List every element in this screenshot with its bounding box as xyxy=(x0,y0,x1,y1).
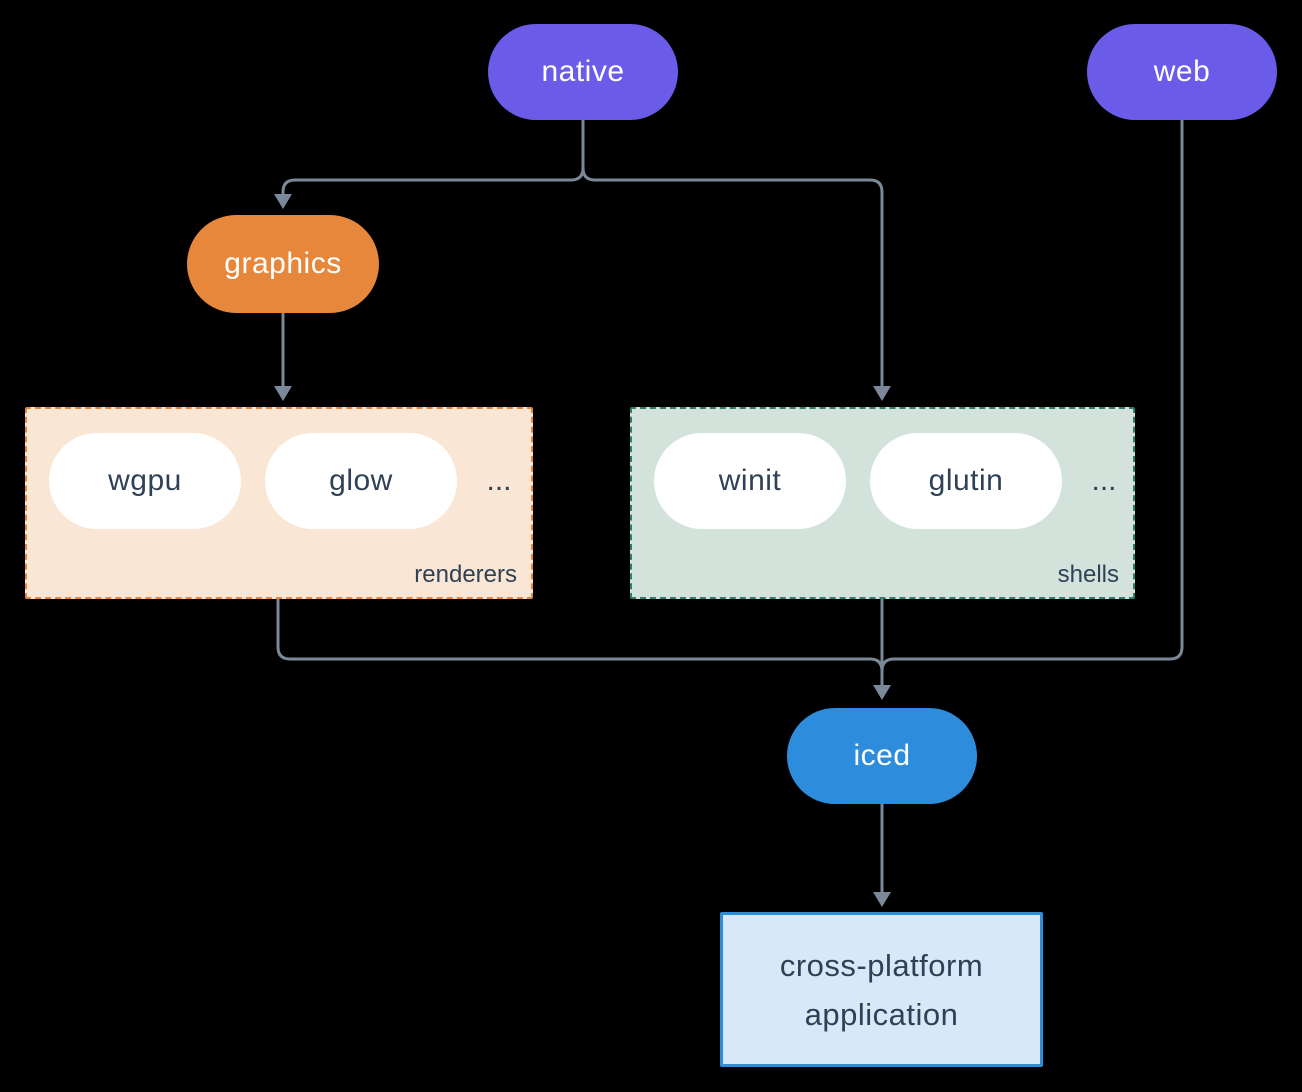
node-cross-platform-application: cross-platform application xyxy=(720,912,1043,1067)
node-glutin-label: glutin xyxy=(928,464,1004,497)
node-glow-label: glow xyxy=(329,464,393,497)
connector-web-iced xyxy=(880,120,1184,686)
group-shells: winit glutin ... shells xyxy=(630,407,1135,599)
application-label-line-1: cross-platform xyxy=(779,947,984,983)
renderers-ellipsis: ... xyxy=(486,464,512,497)
node-web-label: web xyxy=(1153,55,1211,88)
node-glow: glow xyxy=(265,433,457,529)
node-glutin: glutin xyxy=(870,433,1062,529)
node-graphics-label: graphics xyxy=(224,247,342,280)
node-iced-label: iced xyxy=(853,739,911,772)
arrowhead-native-shells xyxy=(873,386,891,401)
node-web: web xyxy=(1087,24,1277,120)
arrowhead-iced-application xyxy=(873,892,891,907)
node-wgpu-label: wgpu xyxy=(108,464,182,497)
arrowhead-native-graphics xyxy=(274,194,292,209)
connector-renderers-iced xyxy=(276,599,884,686)
connector-native-shells xyxy=(581,120,884,387)
node-wgpu: wgpu xyxy=(49,433,241,529)
node-iced: iced xyxy=(787,708,977,804)
node-native-label: native xyxy=(541,55,625,88)
group-renderers: wgpu glow ... renderers xyxy=(25,407,533,599)
node-winit-label: winit xyxy=(718,464,782,497)
node-graphics: graphics xyxy=(187,215,379,313)
node-winit: winit xyxy=(654,433,846,529)
connector-native-graphics xyxy=(281,120,585,195)
arrowhead-graphics-renderers xyxy=(274,386,292,401)
shells-ellipsis: ... xyxy=(1091,464,1117,497)
renderers-group-label: renderers xyxy=(414,561,517,588)
node-native: native xyxy=(488,24,678,120)
arrowhead-into-iced xyxy=(873,685,891,700)
application-label-line-2: application xyxy=(804,996,959,1032)
shells-group-label: shells xyxy=(1057,561,1119,588)
